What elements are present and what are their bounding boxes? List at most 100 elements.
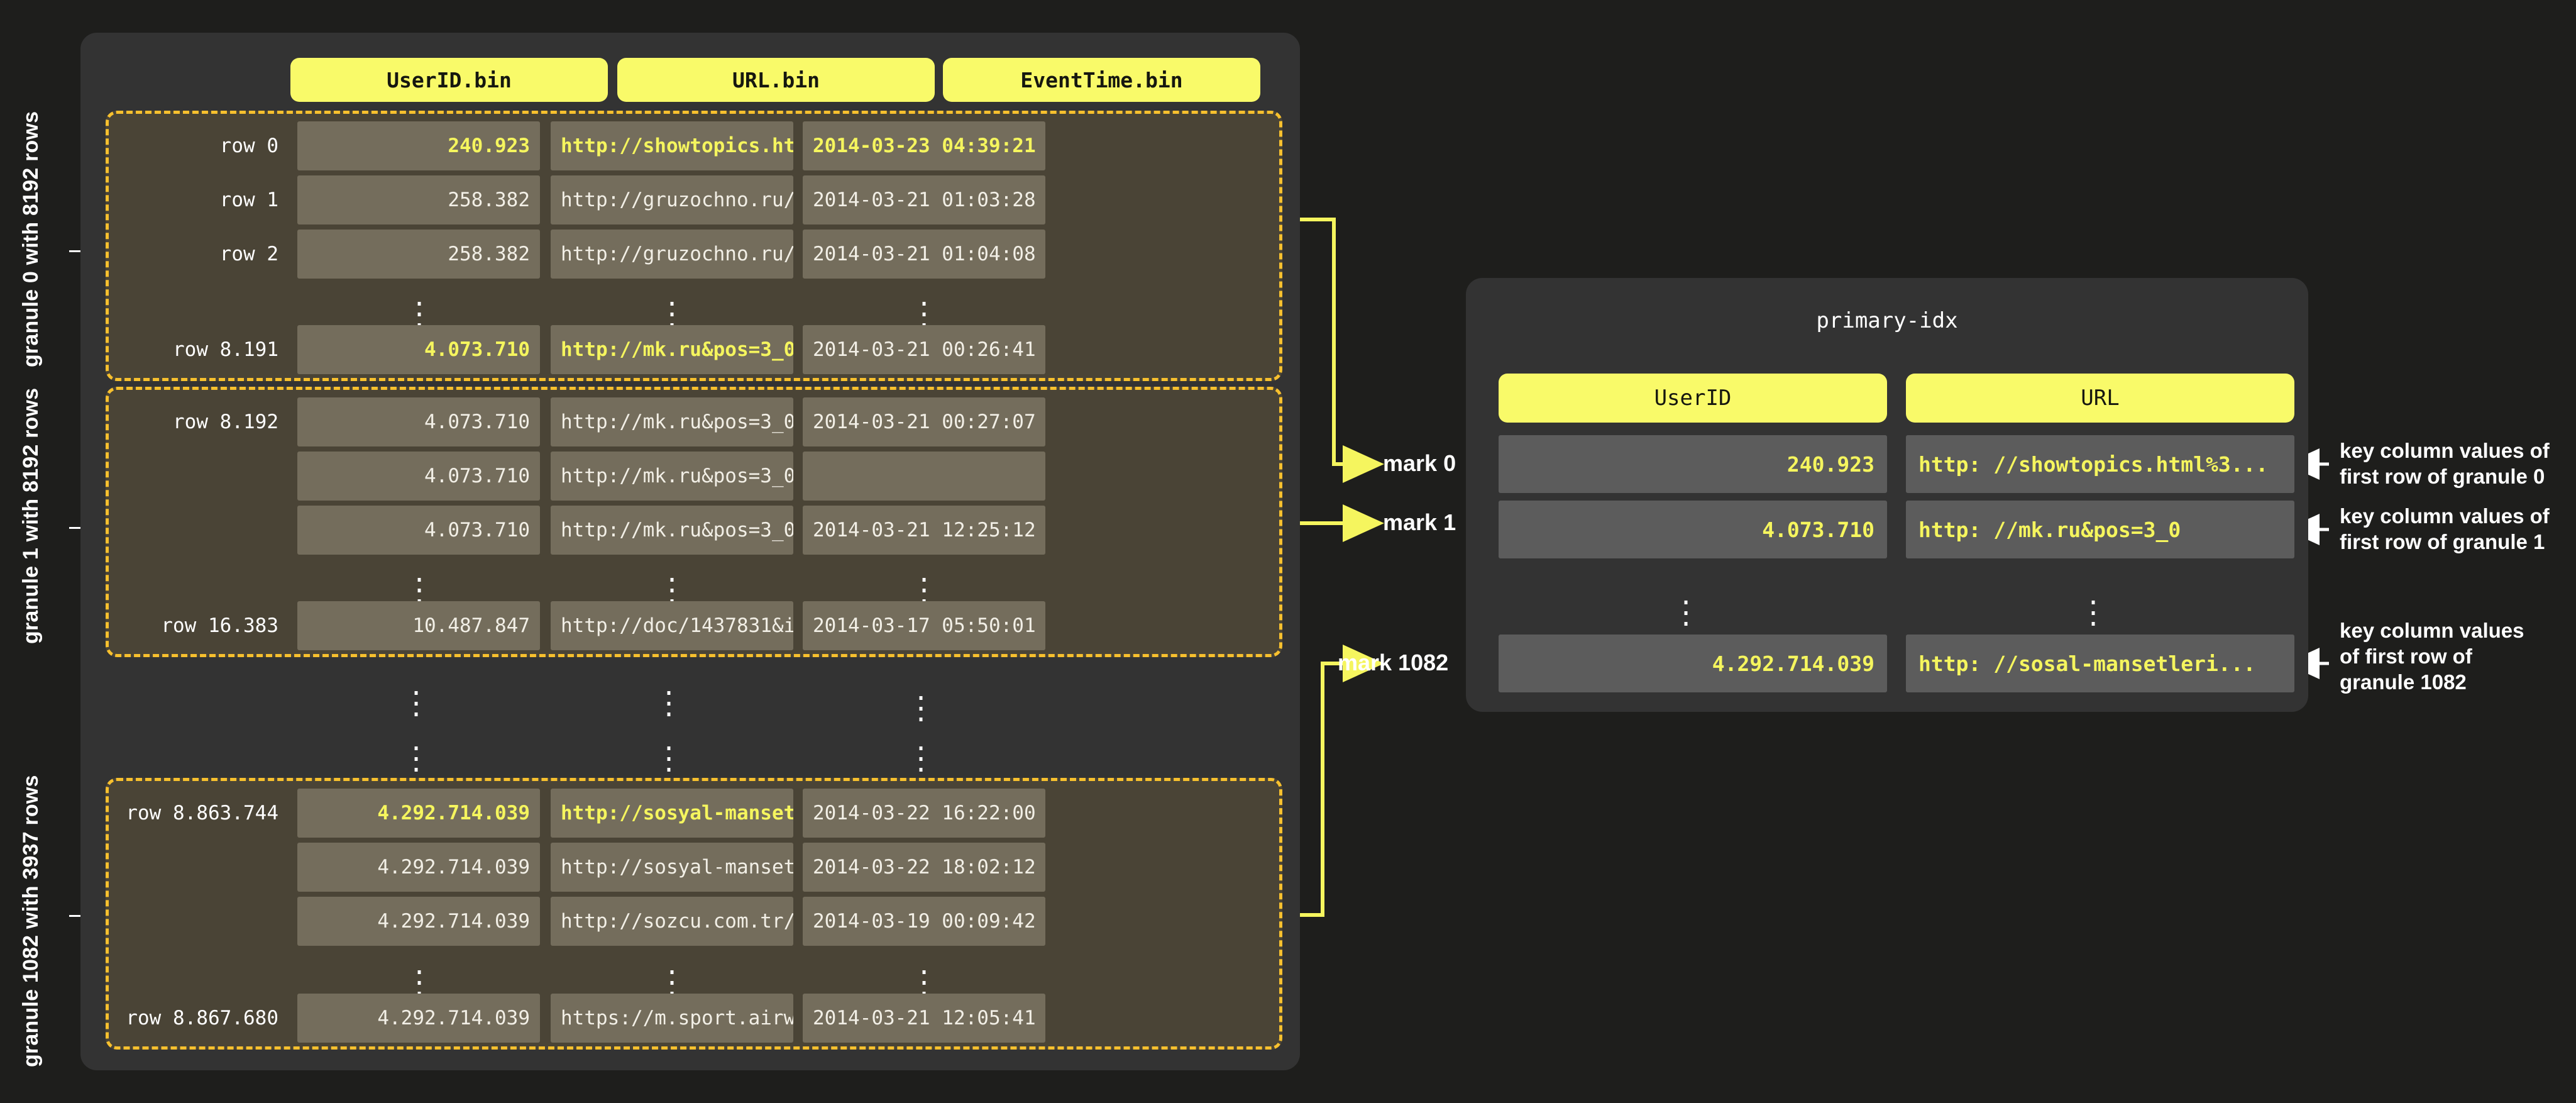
cell-eventtime: 2014-03-17 05:50:01 xyxy=(803,601,1045,650)
cell-url: http://showtopics.html%3... xyxy=(551,121,793,170)
row-ellipsis-url: ... xyxy=(664,283,680,333)
table-row: row 0 240.923 http://showtopics.html%3..… xyxy=(109,121,1279,170)
cell-eventtime: 2014-03-22 18:02:12 xyxy=(803,843,1045,892)
idx-cell-url: http: //sosal-mansetleri... xyxy=(1906,635,2294,692)
cell-url: http://gruzochno.ru/ekat... xyxy=(551,230,793,279)
row-label: row 1 xyxy=(219,189,278,211)
granule-1082-box: row 8.863.744 4.292.714.039 http://sosya… xyxy=(106,778,1282,1050)
idx-cell-userid: 4.292.714.039 xyxy=(1499,635,1887,692)
table-row: 4.073.710 http://mk.ru&pos=3_0 xyxy=(109,452,1279,501)
table-row: row 8.867.680 4.292.714.039 https://m.sp… xyxy=(109,994,1279,1043)
gap-ellipsis-eventtime-bottom: ... xyxy=(913,728,929,778)
idx-cell-url: http: //mk.ru&pos=3_0 xyxy=(1906,501,2294,558)
idx-ellipsis-url: ... xyxy=(2085,582,2101,632)
idx-ellipsis-userid: ... xyxy=(1678,582,1694,632)
table-row: row 1 258.382 http://gruzochno.ru/ekat..… xyxy=(109,175,1279,224)
cell-url: http://sosyal-mansetleri... xyxy=(551,789,793,838)
row-label xyxy=(109,843,290,892)
cell-eventtime: 2014-03-21 00:26:41 xyxy=(803,325,1045,374)
idx-column-header-userid: UserID xyxy=(1499,374,1887,423)
cell-userid: 4.292.714.039 xyxy=(297,994,540,1043)
cell-userid: 4.292.714.039 xyxy=(297,789,540,838)
annotation-granule-1: key column values of first row of granul… xyxy=(2340,504,2550,553)
idx-cell-userid: 240.923 xyxy=(1499,435,1887,493)
idx-cell-url: http: //showtopics.html%3... xyxy=(1906,435,2294,493)
idx-column-header-url: URL xyxy=(1906,374,2294,423)
granule-0-side-label: granule 0 with 8192 rows xyxy=(19,111,43,367)
column-header-eventtime-bin: EventTime.bin xyxy=(943,58,1260,102)
cell-url: http://doc/1437831&is_mo... xyxy=(551,601,793,650)
row-label: row 0 xyxy=(219,135,278,157)
row-ellipsis-userid: ... xyxy=(411,559,427,609)
row-label: row 8.867.680 xyxy=(126,1007,278,1029)
cell-userid: 4.073.710 xyxy=(297,506,540,555)
cell-eventtime xyxy=(803,452,1045,501)
primary-index-panel: primary-idx UserID URL 240.923 http: //s… xyxy=(1466,278,2308,712)
cell-eventtime: 2014-03-21 12:25:12 xyxy=(803,506,1045,555)
row-label: row 8.191 xyxy=(173,338,278,361)
cell-userid: 10.487.847 xyxy=(297,601,540,650)
column-header-url-bin: URL.bin xyxy=(617,58,935,102)
gap-ellipsis-userid-top: ... xyxy=(408,672,424,723)
granule-1-box: row 8.192 4.073.710 http://mk.ru&pos=3_0… xyxy=(106,387,1282,657)
cell-userid: 4.292.714.039 xyxy=(297,843,540,892)
table-row: row 8.191 4.073.710 http://mk.ru&pos=3_0… xyxy=(109,325,1279,374)
table-row: row 8.192 4.073.710 http://mk.ru&pos=3_0… xyxy=(109,397,1279,446)
row-label: row 2 xyxy=(219,243,278,265)
annotation-granule-0: key column values of first row of granul… xyxy=(2340,439,2550,488)
mark-0-label: mark 0 xyxy=(1383,450,1456,476)
table-row: 4.292.714.039 http://sosyal-mansetleri..… xyxy=(109,843,1279,892)
table-row: 4.073.710 http://mk.ru&pos=3_0 2014-03-2… xyxy=(109,506,1279,555)
cell-url: http://mk.ru&pos=3_0 xyxy=(551,506,793,555)
cell-url: http://sozcu.com.tr/oaut xyxy=(551,897,793,946)
granule-0-box: row 0 240.923 http://showtopics.html%3..… xyxy=(106,111,1282,381)
annotation-granule-1082: key column values of first row of granul… xyxy=(2340,619,2524,694)
granule-1082-side-label: granule 1082 with 3937 rows xyxy=(19,775,43,1068)
cell-eventtime: 2014-03-21 12:05:41 xyxy=(803,994,1045,1043)
row-ellipsis-eventtime: ... xyxy=(916,951,932,1002)
column-header-userid-bin: UserID.bin xyxy=(290,58,608,102)
row-label xyxy=(109,506,290,555)
table-row: row 2 258.382 http://gruzochno.ru/ekat..… xyxy=(109,230,1279,279)
cell-eventtime: 2014-03-19 00:09:42 xyxy=(803,897,1045,946)
row-label: row 8.863.744 xyxy=(126,802,278,824)
cell-url: http://mk.ru&pos=3_0 xyxy=(551,397,793,446)
mark-1082-label: mark 1082 xyxy=(1338,650,1449,675)
row-label: row 16.383 xyxy=(161,614,278,637)
cell-eventtime: 2014-03-23 04:39:21 xyxy=(803,121,1045,170)
cell-url: http://gruzochno.ru/ekat... xyxy=(551,175,793,224)
row-ellipsis-eventtime: ... xyxy=(916,559,932,609)
cell-url: https://m.sport.airway/? xyxy=(551,994,793,1043)
cell-eventtime: 2014-03-21 00:27:07 xyxy=(803,397,1045,446)
row-label xyxy=(109,897,290,946)
cell-userid: 4.292.714.039 xyxy=(297,897,540,946)
cell-url: http://sosyal-mansetleri... xyxy=(551,843,793,892)
gap-ellipsis-eventtime-top: ... xyxy=(913,677,929,728)
cell-userid: 258.382 xyxy=(297,230,540,279)
table-row: row 16.383 10.487.847 http://doc/1437831… xyxy=(109,601,1279,650)
gap-ellipsis-userid-bottom: ... xyxy=(408,728,424,778)
table-row: row 8.863.744 4.292.714.039 http://sosya… xyxy=(109,789,1279,838)
cell-userid: 240.923 xyxy=(297,121,540,170)
gap-ellipsis-url-bottom: ... xyxy=(661,728,677,778)
row-ellipsis-url: ... xyxy=(664,951,680,1002)
granule-1-side-label: granule 1 with 8192 rows xyxy=(19,387,43,644)
table-row: 4.292.714.039 http://sozcu.com.tr/oaut 2… xyxy=(109,897,1279,946)
row-ellipsis-userid: ... xyxy=(411,283,427,333)
idx-cell-userid: 4.073.710 xyxy=(1499,501,1887,558)
cell-eventtime: 2014-03-21 01:04:08 xyxy=(803,230,1045,279)
cell-eventtime: 2014-03-21 01:03:28 xyxy=(803,175,1045,224)
cell-userid: 258.382 xyxy=(297,175,540,224)
cell-userid: 4.073.710 xyxy=(297,397,540,446)
cell-userid: 4.073.710 xyxy=(297,452,540,501)
cell-eventtime: 2014-03-22 16:22:00 xyxy=(803,789,1045,838)
primary-index-title: primary-idx xyxy=(1816,308,1958,333)
row-ellipsis-userid: ... xyxy=(411,951,427,1002)
cell-url: http://mk.ru&pos=3_0 xyxy=(551,325,793,374)
cell-url: http://mk.ru&pos=3_0 xyxy=(551,452,793,501)
gap-ellipsis-url-top: ... xyxy=(661,672,677,723)
row-label xyxy=(109,452,290,501)
row-ellipsis-url: ... xyxy=(664,559,680,609)
row-label: row 8.192 xyxy=(173,411,278,433)
